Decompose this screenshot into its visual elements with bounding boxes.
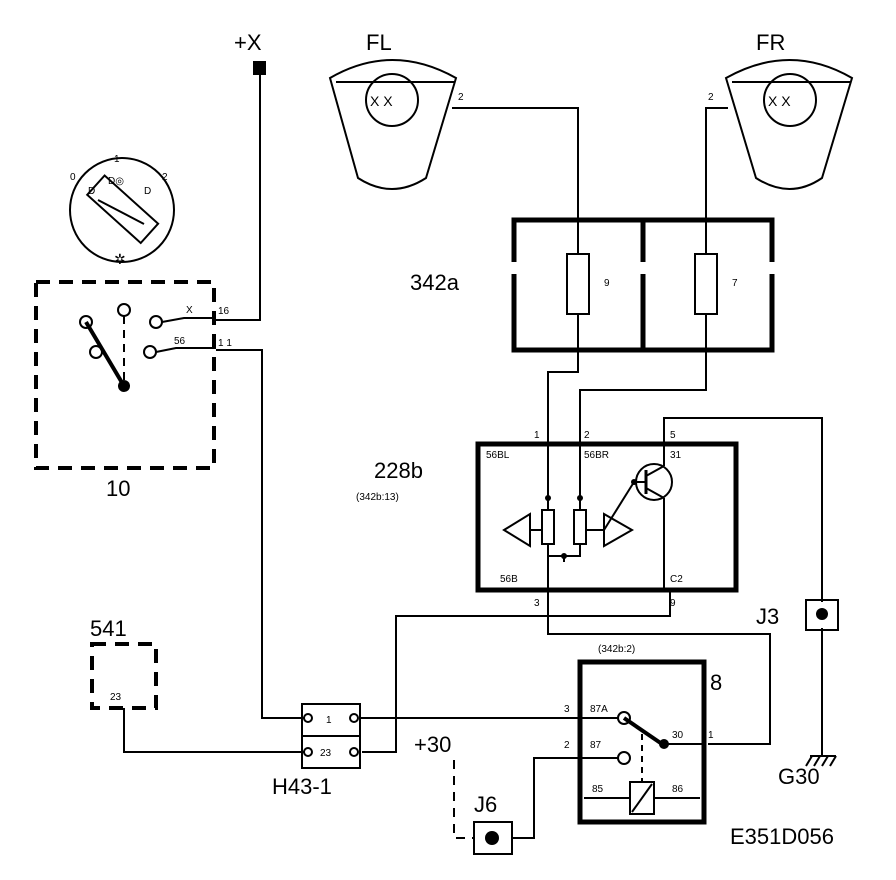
j6-connector bbox=[473, 821, 513, 855]
relay-contact bbox=[622, 716, 664, 746]
fuse-box-label: 342a bbox=[410, 270, 460, 295]
switch-wiper bbox=[84, 320, 126, 388]
light-switch: 0 1 2 D D◎ D ✲ 10 X 16 56 1 1 bbox=[34, 154, 232, 501]
connector-541-pin-23: 23 bbox=[110, 692, 122, 703]
svg-text:X X: X X bbox=[370, 93, 393, 109]
head-light-icon: D bbox=[144, 186, 151, 197]
module-pin-31: 31 bbox=[670, 450, 682, 461]
relay-pin-3: 3 bbox=[564, 704, 570, 715]
relay-pin-87: 87 bbox=[590, 740, 602, 751]
h43-label: H43-1 bbox=[272, 774, 332, 799]
j6-label: J6 bbox=[474, 792, 497, 817]
module-pin-56b: 56B bbox=[500, 574, 518, 585]
lamp-fr-bulb bbox=[763, 73, 817, 127]
lamp-fl: FL X X 2 bbox=[328, 30, 464, 190]
relay-label: 8 bbox=[710, 670, 722, 695]
connector-h43: 1 23 H43-1 bbox=[272, 703, 361, 799]
g30-label: G30 bbox=[778, 764, 820, 789]
amp-left-icon bbox=[502, 512, 531, 548]
wire-541-h43 bbox=[123, 708, 304, 753]
wire-module-h43 bbox=[362, 590, 671, 753]
lamp-fr-housing bbox=[724, 59, 854, 190]
relay-pin-2: 2 bbox=[564, 740, 570, 751]
switch-pos-1: 1 bbox=[114, 154, 120, 165]
wire-fuse9-module bbox=[547, 314, 579, 444]
connector-541-frame bbox=[90, 642, 158, 710]
relay-pin-1: 1 bbox=[708, 730, 714, 741]
switch-pin-56: 56 bbox=[174, 336, 186, 347]
fuse-box: 342a 9 7 bbox=[410, 217, 776, 353]
parking-light-icon: D bbox=[88, 186, 95, 197]
light-module: 228b (342b:13) 1 2 5 56BL 56BR 31 56B C2… bbox=[356, 430, 739, 609]
fuse-9-label: 9 bbox=[604, 278, 610, 289]
relay-ref: (342b:2) bbox=[598, 644, 635, 655]
resistor-right bbox=[573, 509, 587, 545]
relay-frame bbox=[577, 659, 707, 825]
wire-plus30-j6 bbox=[453, 760, 474, 839]
lamp-fr-label: FR bbox=[756, 30, 785, 55]
wire-module-relay30 bbox=[547, 590, 771, 745]
plus-30-label: +30 bbox=[414, 732, 451, 757]
connector-541: 541 23 bbox=[90, 616, 158, 710]
wire-fr-fuse bbox=[705, 107, 728, 254]
relay-pin-85: 85 bbox=[592, 784, 604, 795]
resistor-left bbox=[541, 509, 555, 545]
switch-pin-11: 1 1 bbox=[218, 338, 232, 349]
module-pin-56br: 56BR bbox=[584, 450, 609, 461]
low-beam-icon: D◎ bbox=[108, 176, 124, 187]
wire-plus-x bbox=[216, 75, 261, 321]
wire-fuse7-module bbox=[579, 314, 707, 444]
module-label: 228b bbox=[374, 458, 423, 483]
lamp-fr-pin: 2 bbox=[708, 92, 714, 103]
drawing-number: E351D056 bbox=[730, 824, 834, 849]
fuse-7-label: 7 bbox=[732, 278, 738, 289]
wire-relay87-j6 bbox=[512, 757, 618, 839]
relay-pin-86: 86 bbox=[672, 784, 684, 795]
lamp-fr: FR X X 2 bbox=[708, 30, 854, 190]
fuse-9 bbox=[566, 253, 590, 315]
lamp-fl-pin: 2 bbox=[458, 92, 464, 103]
switch-knob bbox=[69, 157, 175, 263]
wire-fl-fuse bbox=[452, 107, 579, 254]
svg-text:X X: X X bbox=[768, 93, 791, 109]
module-pin-3: 3 bbox=[534, 598, 540, 609]
module-pin-1: 1 bbox=[534, 430, 540, 441]
module-pin-9: 9 bbox=[670, 598, 676, 609]
amp-right-icon bbox=[603, 512, 635, 548]
switch-label: 10 bbox=[106, 476, 130, 501]
module-pin-c2: C2 bbox=[670, 574, 683, 585]
wire-module-j3 bbox=[663, 417, 823, 602]
connector-541-label: 541 bbox=[90, 616, 127, 641]
switch-pos-0: 0 bbox=[70, 172, 76, 183]
module-ref: (342b:13) bbox=[356, 492, 399, 503]
wire-switch-h43 bbox=[216, 349, 304, 719]
module-pin-2: 2 bbox=[584, 430, 590, 441]
supply-plus-x-label: +X bbox=[234, 30, 262, 55]
module-frame bbox=[475, 441, 739, 593]
relay-pin-30: 30 bbox=[672, 730, 684, 741]
lamp-fl-bulb bbox=[365, 73, 419, 127]
lamp-fl-label: FL bbox=[366, 30, 392, 55]
frost-icon: ✲ bbox=[114, 251, 126, 267]
j3-label: J3 bbox=[756, 604, 779, 629]
lamp-fl-housing bbox=[328, 59, 458, 190]
module-pin-56bl: 56BL bbox=[486, 450, 510, 461]
h43-pin-1: 1 bbox=[326, 715, 332, 726]
h43-pin-23: 23 bbox=[320, 748, 332, 759]
relay-pin-87a: 87A bbox=[590, 704, 608, 715]
ground-symbol-icon bbox=[805, 755, 837, 767]
supply-terminal bbox=[253, 61, 266, 75]
fuse-7 bbox=[694, 253, 718, 315]
module-pin-5: 5 bbox=[670, 430, 676, 441]
switch-pin-x: X bbox=[186, 305, 193, 316]
switch-frame bbox=[34, 280, 216, 470]
switch-pos-2: 2 bbox=[162, 172, 168, 183]
switch-pin-16: 16 bbox=[218, 306, 230, 317]
relay: (342b:2) 8 3 87A 2 87 30 1 85 86 bbox=[564, 644, 722, 825]
